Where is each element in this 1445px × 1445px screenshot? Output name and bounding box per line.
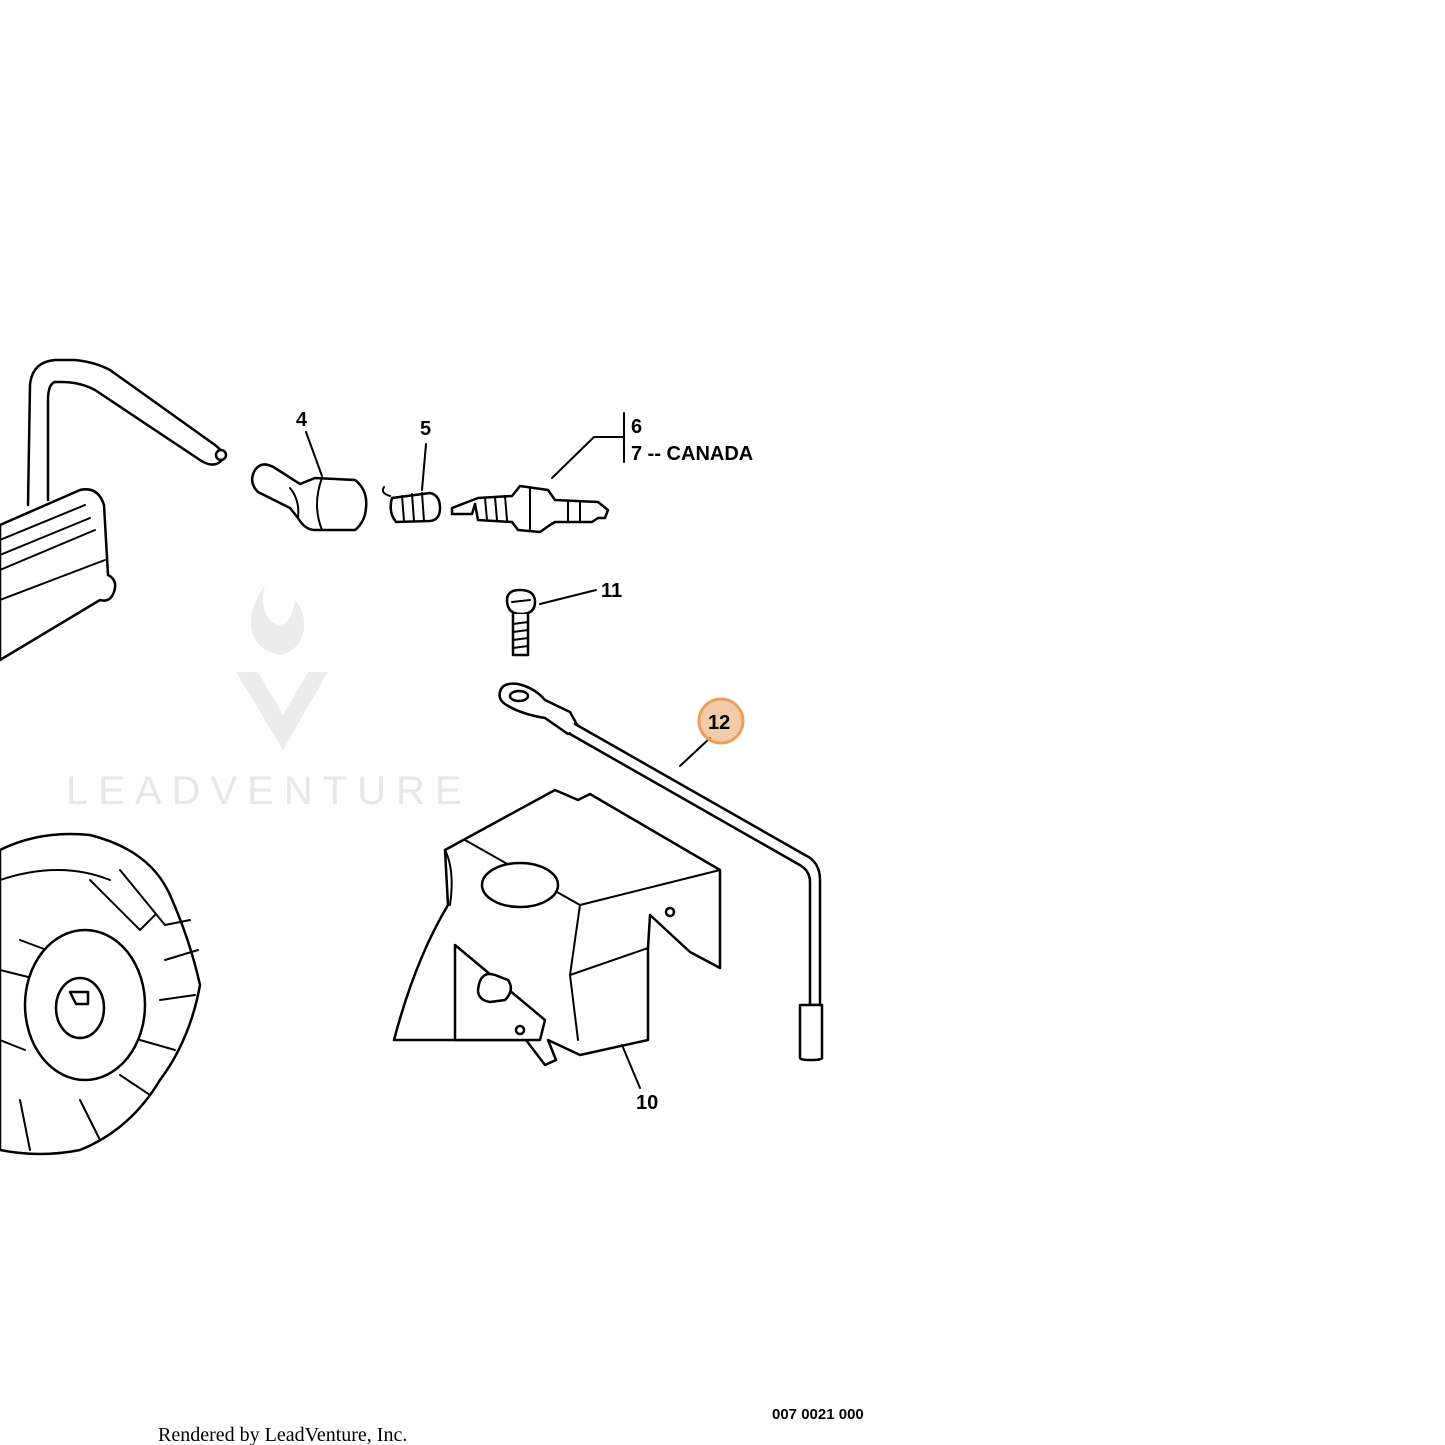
flywheel [0,832,202,1156]
callout-6[interactable]: 6 [631,416,642,438]
spark-plug-boot [250,463,368,532]
ground-wire [498,682,824,1062]
spark-plug-spring [381,486,442,524]
diagram-code: 007 0021 000 [772,1406,864,1423]
callout-4[interactable]: 4 [296,409,308,431]
muffler-assembly [0,358,228,662]
callout-10[interactable]: 10 [636,1092,658,1114]
callout-7[interactable]: 7 -- CANADA [631,443,753,465]
cylinder-shroud [392,788,722,1067]
footer: Rendered by LeadVenture, Inc. 007 0021 0… [158,1406,864,1445]
callout-labels: 4 5 6 7 -- CANADA 11 10 12 [296,409,753,1114]
leader-lines [305,412,711,1089]
spark-plug [450,484,610,534]
callout-12-highlight[interactable]: 12 [697,697,745,745]
leadventure-logo-icon [236,585,328,750]
callout-5[interactable]: 5 [420,418,431,440]
rendered-by-text: Rendered by LeadVenture, Inc. [158,1424,407,1445]
callout-12[interactable]: 12 [708,712,730,734]
callout-11[interactable]: 11 [601,580,622,602]
highlight-circle [697,697,745,745]
screw [505,588,537,657]
watermark-text: LEADVENTURE [66,769,472,813]
leadventure-watermark: LEADVENTURE [66,585,472,813]
